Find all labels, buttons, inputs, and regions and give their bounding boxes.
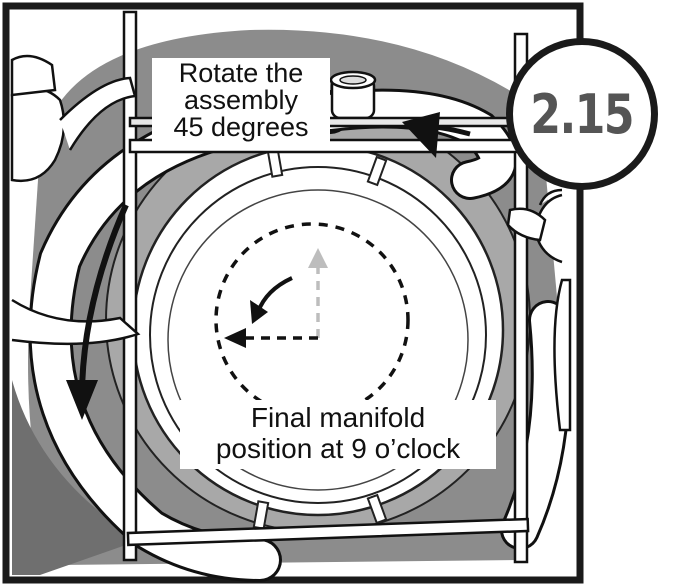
person-left	[10, 54, 141, 346]
instruction-line: assembly	[183, 85, 299, 115]
person-right	[506, 188, 572, 432]
step-number: 2.15	[530, 82, 635, 146]
result-line: position at 9 o’clock	[215, 432, 461, 464]
result-line: Final manifold	[250, 402, 426, 433]
curved-arrow-left-icon	[402, 112, 471, 158]
manifold-tube-top-fill	[313, 91, 515, 197]
floor-shadow	[12, 380, 140, 575]
result-callout: Final manifold position at 9 o’clock	[180, 400, 496, 469]
dashed-circle-clock-icon	[214, 222, 410, 418]
curved-arrow-down-icon	[66, 203, 129, 420]
manifold-connector	[329, 70, 377, 120]
instruction-line: Rotate the	[178, 58, 304, 88]
instruction-line: 45 degrees	[173, 112, 309, 142]
instruction-callout: Rotate the assembly 45 degrees	[152, 58, 330, 144]
tank-floor-ring	[167, 189, 469, 491]
step-number-badge: 2.15	[506, 38, 658, 190]
manifold-tube-right-fill	[503, 303, 568, 547]
rim-tabs	[252, 148, 388, 530]
